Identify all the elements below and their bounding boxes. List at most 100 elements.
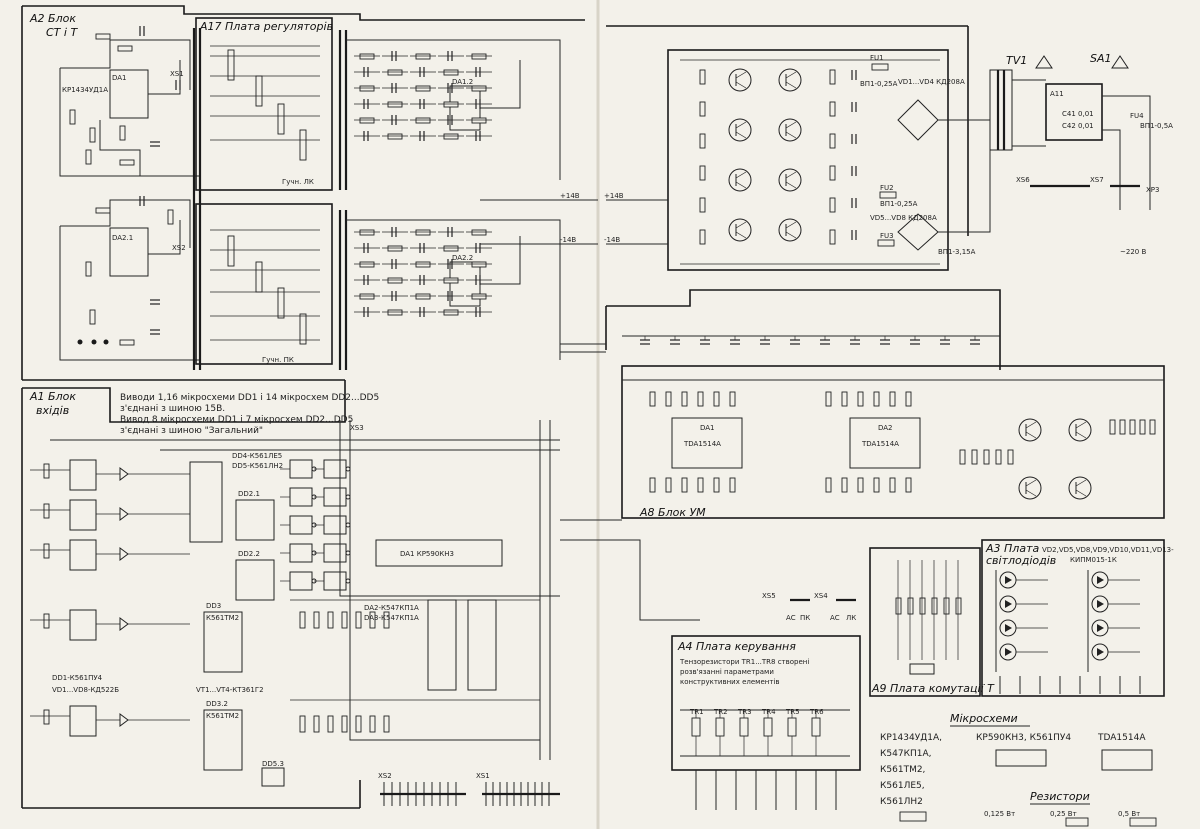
da1-kn3-label: DA1 КР590КН3 [400, 550, 454, 558]
transistor-lead [735, 81, 747, 89]
res-item-3: 0,5 Вт [1118, 810, 1140, 818]
bridge2-label: VD5...VD8 КД208А [870, 214, 937, 222]
trigger-chip [69, 705, 97, 737]
resistor [43, 503, 50, 519]
dd3-type: К561ТМ2 [206, 614, 239, 622]
led-diode-icon [1097, 576, 1104, 584]
resistor [415, 85, 431, 92]
trigger-chip [69, 499, 97, 531]
a11-label: A11 [1050, 90, 1064, 98]
resistor [387, 277, 403, 284]
resistor [1007, 449, 1014, 465]
resistor [1139, 419, 1146, 435]
tensoresistor-label: TR6 [809, 708, 824, 716]
transistor-lead [1025, 431, 1037, 439]
resistor [471, 117, 487, 124]
transistor-lead [1075, 489, 1087, 497]
diode-icon [119, 507, 129, 521]
diode-icon [119, 467, 129, 481]
resistor [443, 101, 459, 108]
a1-note-3: Вивод 8 мікросхеми DD1 і 7 мікросхем DD2… [120, 415, 353, 425]
bridge1-label: VD1...VD4 КД208А [898, 78, 965, 86]
resistor [387, 101, 403, 108]
resistor [829, 69, 836, 85]
amp-da1-label: DA1 [700, 424, 715, 432]
resistor [665, 477, 672, 493]
transformer-tv1 [989, 69, 1013, 151]
resistor [43, 709, 50, 725]
resistor [829, 165, 836, 181]
tensoresistor [715, 717, 725, 737]
transistor-lead [785, 121, 797, 129]
resistor [895, 597, 902, 615]
resistor [889, 477, 896, 493]
fu4-rating: ВП1-0,5А [1140, 122, 1173, 130]
micro-item-4: К561ЛЕ5, [880, 781, 925, 791]
block-a4: А4 Плата керування Тензорезистори TR1...… [671, 635, 861, 810]
da2-label: DA2-К547КП1А [364, 604, 419, 612]
micro-item-5: К561ЛН2 [880, 797, 923, 807]
tensoresistor-label: TR3 [737, 708, 752, 716]
block-a2: А2 Блок СТ і Т DA1 КР1434УД1А DA2.1 [21, 5, 585, 381]
resistor [699, 197, 706, 213]
resistor [355, 611, 362, 629]
block-a9: А9 Плата комутації Т XS5 XS4 АС ПК АС ЛК [762, 547, 995, 697]
chip-dd4 [189, 461, 223, 543]
transistor-icon [1068, 418, 1092, 442]
xp3-label: XP3 [1146, 186, 1159, 194]
resistor [905, 477, 912, 493]
logic-gate [289, 571, 313, 591]
block-a17: А17 Плата регуляторів Гучн. ЛК Гучн. ПК [195, 17, 333, 365]
resistor [443, 245, 459, 252]
bridge-vd1-vd4 [897, 99, 939, 141]
resistor [313, 715, 320, 733]
resistor [359, 293, 375, 300]
led-diode-icon [1097, 600, 1104, 608]
resistor [697, 477, 704, 493]
a2-subtitle: СТ і Т [46, 26, 78, 39]
resistor [931, 597, 938, 615]
a1-subtitle: вхідів [36, 404, 69, 417]
resistor [443, 69, 459, 76]
resistor [857, 477, 864, 493]
tensoresistor-label: TR1 [689, 708, 704, 716]
gain-pk-label: Гучн. ПК [262, 356, 294, 364]
resistor [907, 597, 914, 615]
resistor [729, 391, 736, 407]
micro-title: Мікросхеми [950, 712, 1018, 725]
resistor [983, 449, 990, 465]
resistor [43, 463, 50, 479]
fu1-label: FU1 [870, 54, 884, 62]
resistor [919, 597, 926, 615]
a8-title: А8 Блок УМ [639, 506, 706, 519]
op-amp-da2 [109, 227, 149, 277]
resistor [327, 715, 334, 733]
transistor-icon [778, 118, 802, 142]
da22-label: DA2.2 [452, 254, 473, 262]
chip-da3 [467, 599, 497, 691]
resistor [471, 85, 487, 92]
resistor [955, 597, 962, 615]
resistor [471, 293, 487, 300]
fu3-label: FU3 [880, 232, 894, 240]
block-power-supply: +14В -14В FU1 ВП1-0,25А FU2 ВП1-0,25А FU… [604, 25, 1173, 271]
resistor [713, 477, 720, 493]
a1-note-4: з'єднані з шиною "Загальний" [120, 426, 263, 436]
dd32-type: К561ТМ2 [206, 712, 239, 720]
resistor [383, 611, 390, 629]
resistor [443, 309, 459, 316]
transistor-icon [778, 168, 802, 192]
resistor [699, 229, 706, 245]
resistor [443, 277, 459, 284]
dd3-label: DD3 [206, 602, 221, 610]
amp-da1-type: TDA1514A [683, 440, 721, 448]
chip-da1-kn3 [375, 539, 503, 567]
resistor [387, 309, 403, 316]
vd-note: VD1...VD8-КД522Б [52, 686, 119, 694]
tensoresistor-label: TR2 [713, 708, 728, 716]
resistor [649, 391, 656, 407]
resistor [699, 69, 706, 85]
ac-label-1: АС [786, 614, 796, 622]
transistor-icon [728, 68, 752, 92]
